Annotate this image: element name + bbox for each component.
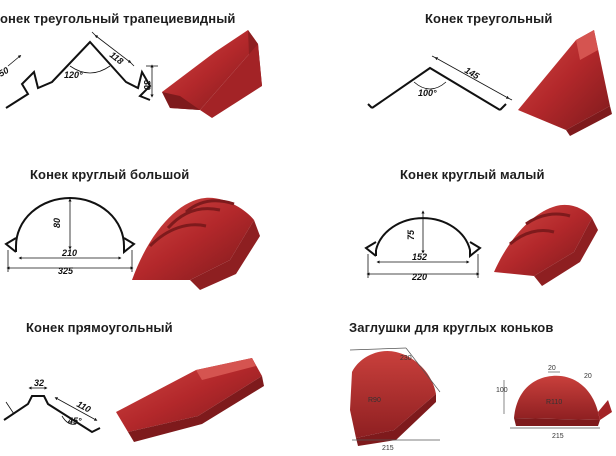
round-small-dim-152: 152 <box>412 252 427 262</box>
trapezoid-dim-50: 50 <box>0 65 10 79</box>
round-large-ridge-3d <box>132 197 260 290</box>
cap-flat-dim-20b: 20 <box>584 373 592 380</box>
round-small-dim-220: 220 <box>411 272 427 282</box>
cap-flat-dim-r: R110 <box>546 399 562 406</box>
triangular-dim-145: 145 <box>463 65 482 82</box>
round-large-dim-325: 325 <box>58 266 74 276</box>
round-large-dim-80: 80 <box>52 218 62 228</box>
cap-cone-dim-215: 215 <box>382 445 394 452</box>
cap-cone-drawing <box>349 347 441 446</box>
cap-flat-dim-100: 100 <box>496 387 508 394</box>
triangular-ridge-drawing <box>367 55 513 111</box>
rectangular-dim-45deg: 45° <box>67 416 82 426</box>
round-large-ridge-drawing <box>4 197 136 272</box>
title-triangular-ridge: Конек треугольный <box>425 11 553 26</box>
rectangular-ridge-3d <box>116 358 264 442</box>
trapezoid-ridge-3d <box>162 30 262 118</box>
title-round-large-ridge: Конек круглый большой <box>30 167 190 182</box>
cap-flat-dim-215: 215 <box>552 433 564 440</box>
cap-cone-dim-r: R90 <box>368 397 381 404</box>
cap-flat-drawing <box>503 371 612 429</box>
triangular-dim-100deg: 100° <box>418 88 437 98</box>
triangular-ridge-3d <box>518 30 612 136</box>
title-end-caps: Заглушки для круглых коньков <box>349 320 554 335</box>
rectangular-dim-110: 110 <box>75 399 92 415</box>
round-small-dim-75: 75 <box>406 229 416 240</box>
title-round-small-ridge: Конек круглый малый <box>400 167 545 182</box>
trapezoid-ridge-drawing <box>5 31 158 109</box>
round-small-ridge-drawing <box>364 210 482 278</box>
trapezoid-dim-120deg: 120° <box>64 70 83 80</box>
rectangular-ridge-drawing <box>3 386 101 434</box>
round-small-ridge-3d <box>494 204 598 286</box>
cap-flat-dim-20a: 20 <box>548 365 556 372</box>
trapezoid-dim-30: 30 <box>142 80 152 90</box>
title-trapezoid-ridge: онек треугольный трапециевидный <box>0 11 236 26</box>
title-rectangular-ridge: Конек прямоугольный <box>26 320 173 335</box>
cap-cone-dim-230: 230 <box>400 355 412 362</box>
round-large-dim-210: 210 <box>61 248 77 258</box>
rectangular-dim-32: 32 <box>34 378 44 388</box>
